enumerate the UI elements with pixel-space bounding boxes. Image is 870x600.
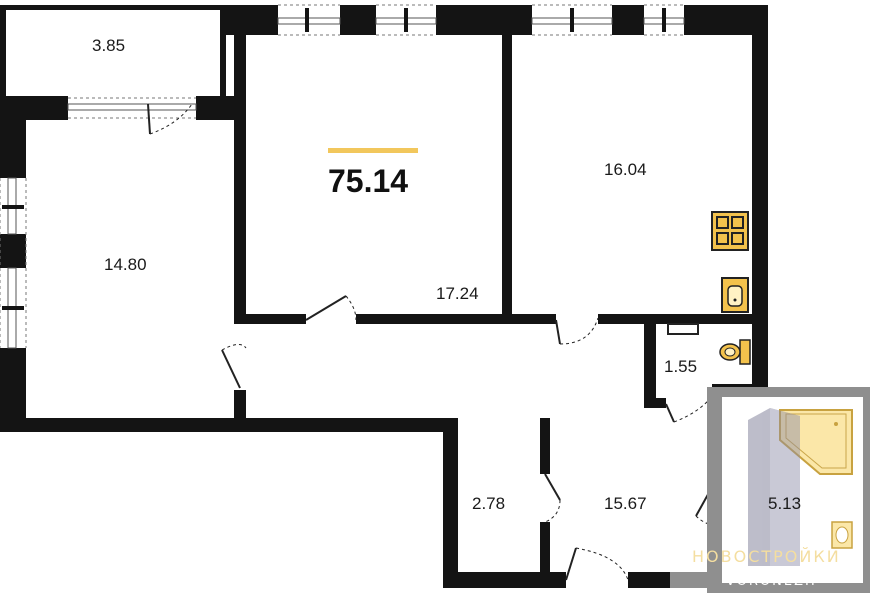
watermark-brand: НОВОСТРОЙКИ bbox=[692, 547, 841, 566]
watermark-building-icon bbox=[748, 408, 800, 566]
area-hall: 15.67 bbox=[604, 494, 647, 513]
area-kitchen: 16.04 bbox=[604, 160, 647, 179]
area-balcony: 3.85 bbox=[92, 36, 125, 55]
area-storage: 2.78 bbox=[472, 494, 505, 513]
watermark-city: VORONEZH bbox=[726, 574, 817, 589]
total-area-accent-bar bbox=[328, 148, 418, 153]
area-room-left: 14.80 bbox=[104, 255, 147, 274]
stove-icon bbox=[711, 211, 749, 251]
area-bathroom: 5.13 bbox=[768, 494, 801, 513]
bathtub-icon bbox=[779, 409, 853, 475]
area-wc: 1.55 bbox=[664, 357, 697, 376]
bathroom-sink-icon bbox=[831, 521, 853, 549]
bathroom-overlay bbox=[670, 387, 870, 593]
entrance-threshold bbox=[628, 574, 670, 586]
kitchen-sink-icon bbox=[721, 277, 749, 313]
area-room-middle: 17.24 bbox=[436, 284, 479, 303]
total-area: 75.14 bbox=[328, 163, 408, 199]
window-frames bbox=[0, 4, 684, 348]
wc-sink-icon bbox=[667, 323, 699, 335]
toilet-icon bbox=[719, 339, 751, 365]
window-mullions bbox=[2, 8, 666, 310]
walls bbox=[0, 5, 768, 588]
